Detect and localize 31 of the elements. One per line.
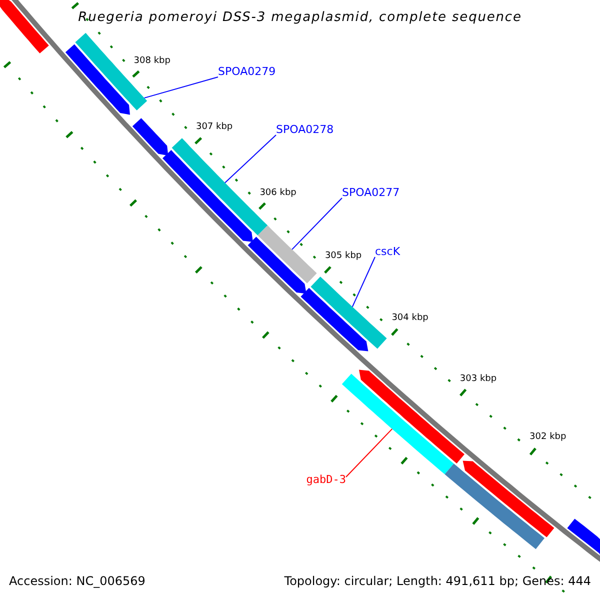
scale-label: 302 kbp [530, 433, 566, 442]
gene-label: gabD-3 [306, 474, 346, 485]
gene-feature [444, 464, 544, 550]
leader-line [292, 198, 342, 250]
scale-label: 303 kbp [460, 374, 497, 384]
leader-line [346, 428, 393, 478]
map-summary-text: Topology: circular; Length: 491,611 bp; Genes: 444 [284, 575, 591, 587]
gene-feature [65, 44, 130, 115]
gene-feature [0, 0, 49, 54]
leader-line [352, 256, 376, 308]
scale-label: 304 kbp [392, 314, 428, 324]
accession-text: Accession: NC_006569 [9, 575, 146, 587]
gene-feature [162, 150, 253, 242]
map-title: Ruegeria pomeroyi DSS-3 megaplasmid, complete sequence [77, 11, 523, 24]
scale-label: 308 kbp [134, 56, 170, 66]
scale-label: 307 kbp [196, 123, 233, 132]
gene-label: SPOA0279 [218, 66, 276, 77]
gene-feature [310, 276, 387, 349]
leader-line [224, 134, 276, 184]
gene-feature [132, 118, 168, 156]
gene-label: cscK [375, 246, 400, 257]
gene-feature [342, 374, 454, 474]
gene-feature [462, 460, 554, 538]
scale-label: 305 kbp [324, 252, 362, 262]
gene-label: SPOA0277 [342, 187, 400, 198]
scale-label: 306 kbp [260, 188, 296, 198]
leader-line [144, 76, 218, 98]
gene-feature [300, 288, 368, 352]
gene-label: SPOA0278 [276, 124, 334, 135]
gene-feature [248, 236, 306, 294]
gene-feature [258, 225, 317, 284]
